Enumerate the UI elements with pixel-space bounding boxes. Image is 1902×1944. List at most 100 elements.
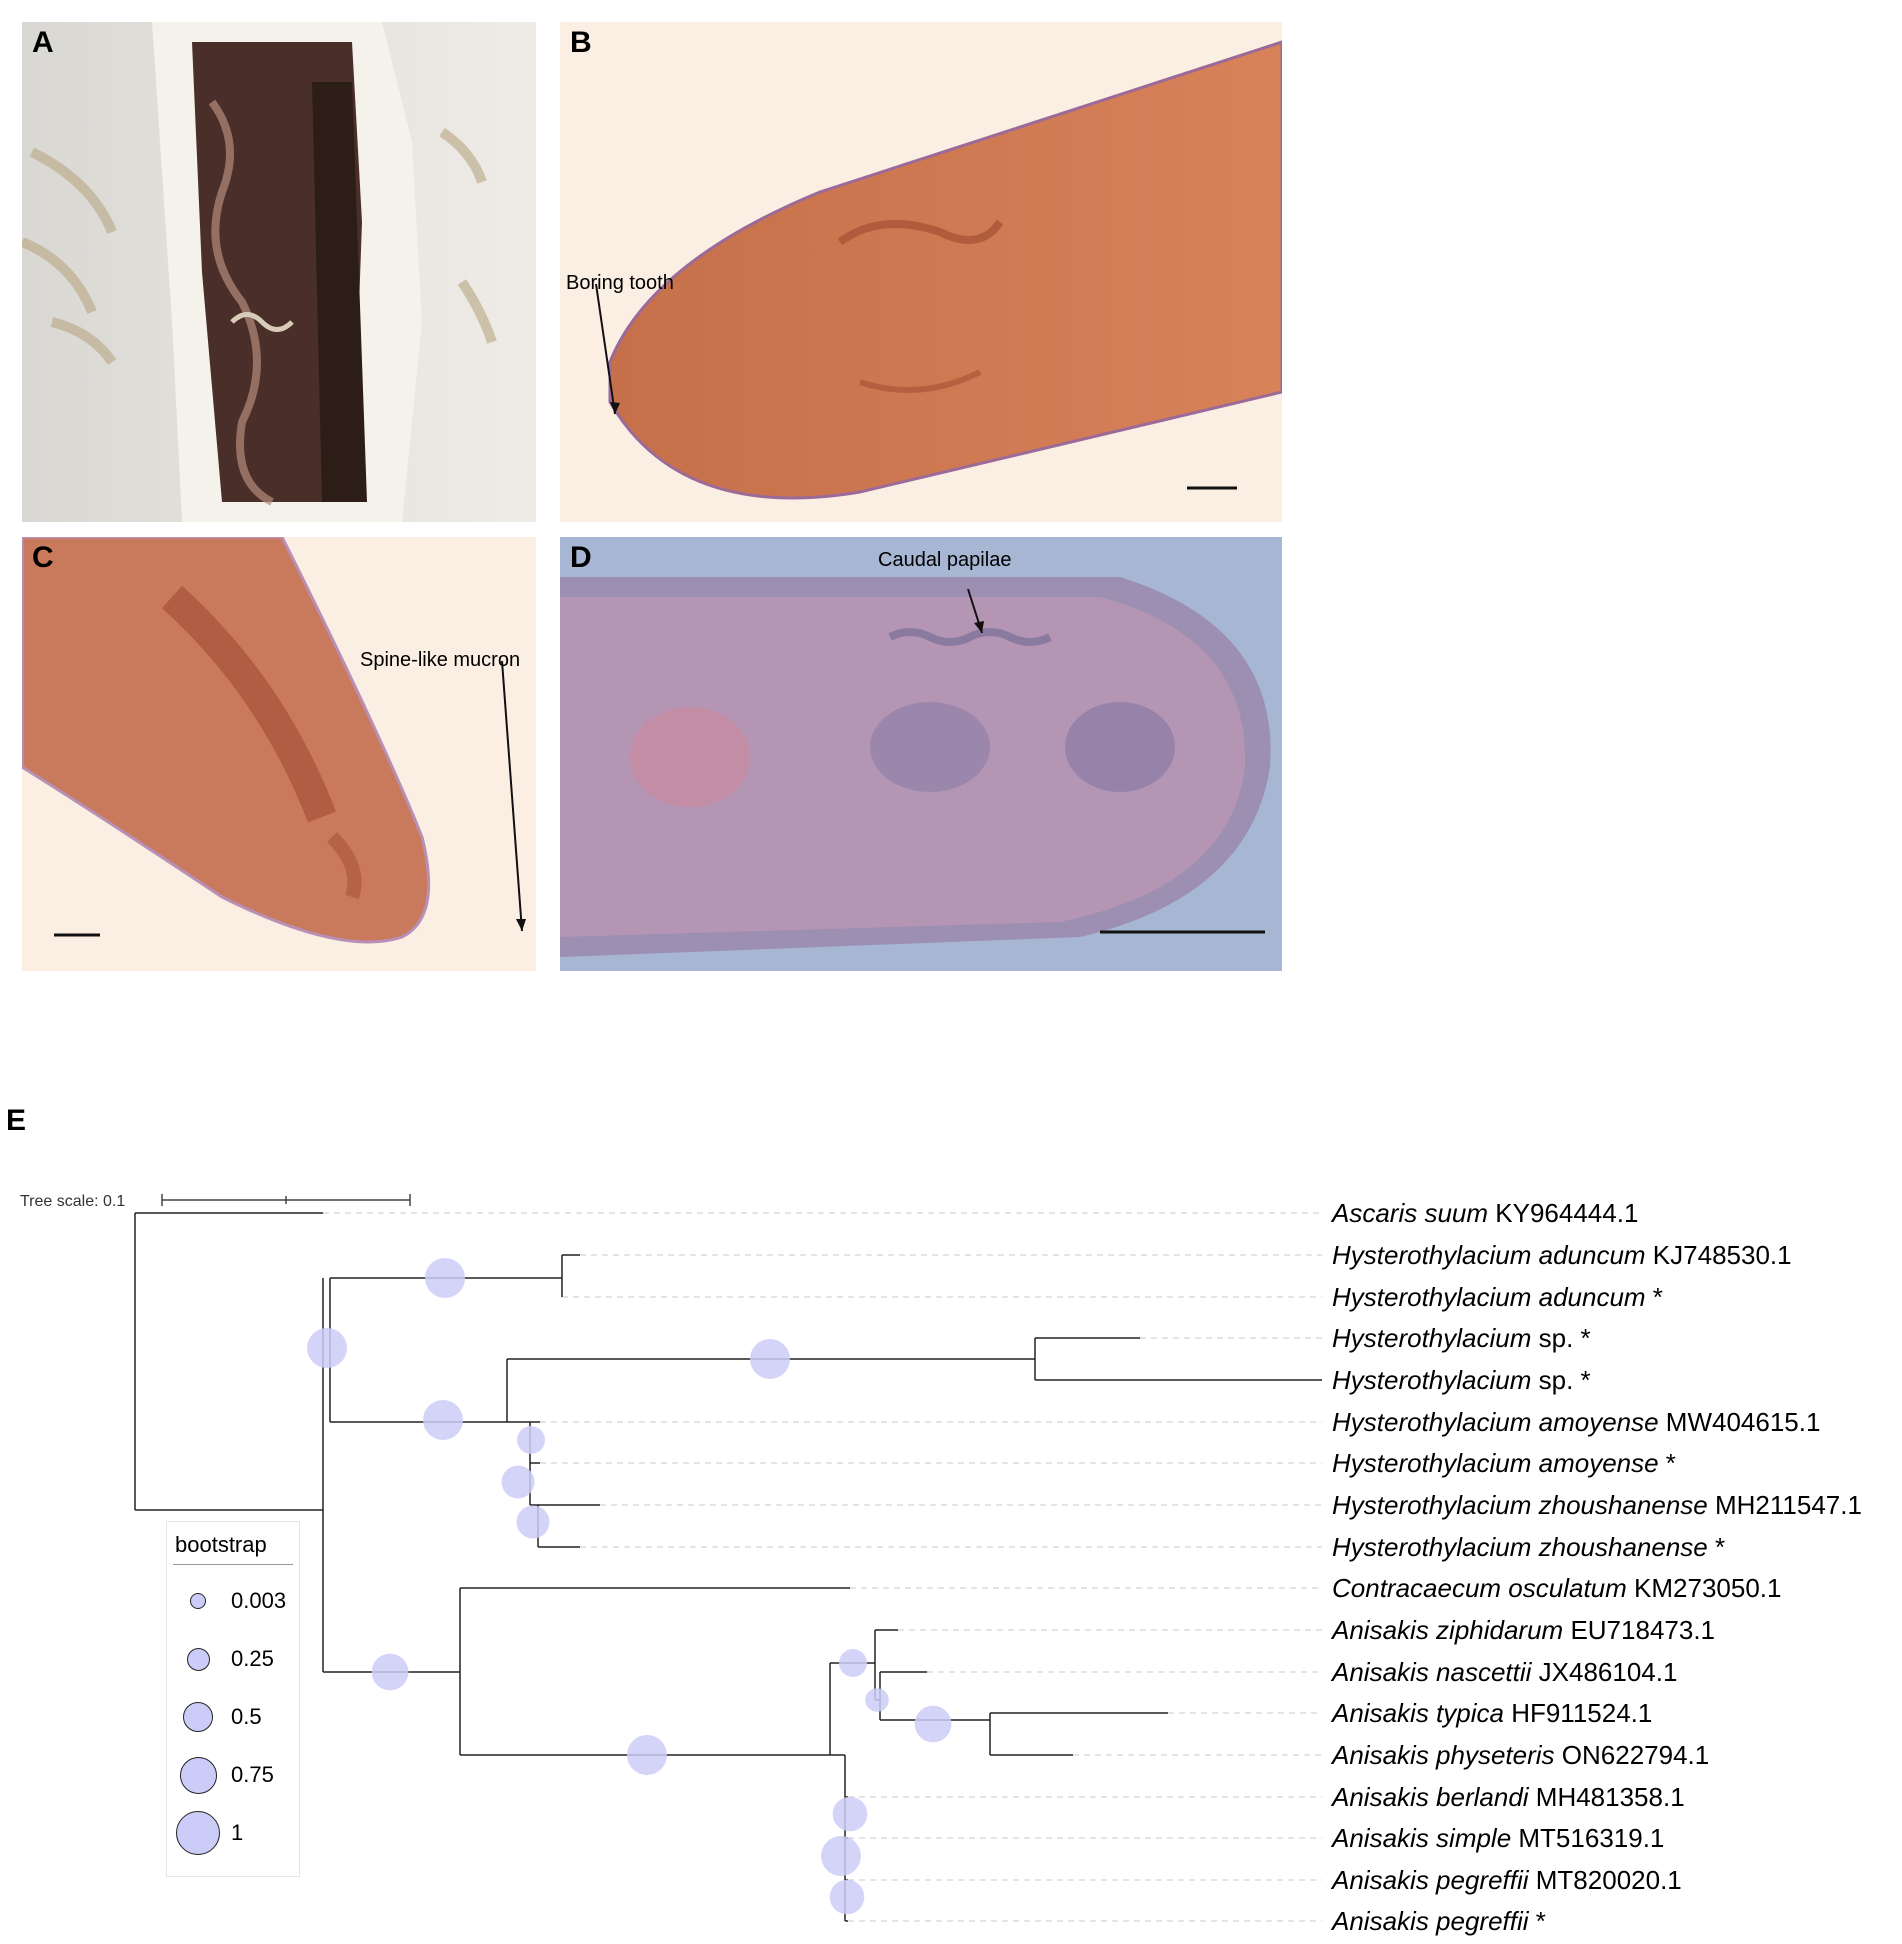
bootstrap-circle xyxy=(839,1649,867,1677)
legend-circle xyxy=(186,1647,210,1671)
legend-title: bootstrap xyxy=(175,1532,267,1557)
bootstrap-circle xyxy=(423,1400,463,1440)
tip-taxon: Hysterothylacium xyxy=(1332,1365,1532,1395)
tip-accession: MT516319.1 xyxy=(1511,1823,1665,1853)
tree-scale-label: Tree scale: 0.1 xyxy=(20,1193,125,1210)
tree-scale-bar xyxy=(161,1194,411,1206)
tip-taxon: Ascaris suum xyxy=(1332,1198,1489,1228)
legend-label: 0.003 xyxy=(231,1588,287,1613)
tip-label: Anisakis simple MT516319.1 xyxy=(1332,1823,1664,1853)
legend-circle xyxy=(189,1592,207,1610)
bootstrap-circle xyxy=(750,1339,790,1379)
bootstrap-circle xyxy=(425,1258,465,1298)
tip-label: Contracaecum osculatum KM273050.1 xyxy=(1332,1573,1781,1603)
panel-d-micrograph: D Caudal papilae xyxy=(560,537,1282,971)
tip-accession: MH211547.1 xyxy=(1707,1490,1862,1520)
tip-label: Hysterothylacium aduncum KJ748530.1 xyxy=(1332,1240,1792,1270)
boring-tooth-label: Boring tooth xyxy=(566,272,674,294)
bootstrap-circle xyxy=(829,1879,865,1915)
tip-label: Hysterothylacium amoyense * xyxy=(1332,1448,1676,1478)
tip-taxon: Hysterothylacium xyxy=(1332,1323,1532,1353)
bootstrap-circle xyxy=(517,1426,545,1454)
tip-label: Anisakis physeteris ON622794.1 xyxy=(1332,1740,1709,1770)
tip-accession: sp. * xyxy=(1531,1323,1591,1353)
tip-label: Anisakis pegreffii MT820020.1 xyxy=(1332,1865,1682,1895)
bootstrap-circle xyxy=(371,1653,409,1691)
tip-accession: * xyxy=(1645,1282,1663,1312)
panel-a-photo: A xyxy=(22,22,536,522)
tip-taxon: Anisakis simple xyxy=(1332,1823,1512,1853)
tip-accession: KY964444.1 xyxy=(1488,1198,1639,1228)
tip-taxon: Anisakis physeteris xyxy=(1332,1740,1555,1770)
panel-a-letter: A xyxy=(32,26,54,59)
tip-taxon: Anisakis typica xyxy=(1332,1698,1504,1728)
tip-taxon: Anisakis pegreffii xyxy=(1332,1865,1529,1895)
tip-label: Anisakis ziphidarum EU718473.1 xyxy=(1332,1615,1715,1645)
tip-accession: KJ748530.1 xyxy=(1645,1240,1792,1270)
tip-taxon: Anisakis nascettii xyxy=(1332,1657,1532,1687)
tip-taxon: Contracaecum osculatum xyxy=(1332,1573,1627,1603)
bootstrap-circle xyxy=(501,1465,535,1499)
legend-label: 0.5 xyxy=(231,1704,262,1729)
bootstrap-circle xyxy=(914,1705,952,1743)
tree-branches xyxy=(134,1212,1322,1922)
tip-accession: * xyxy=(1528,1906,1546,1936)
panel-b-image xyxy=(595,40,1282,500)
tip-label: Anisakis typica HF911524.1 xyxy=(1332,1698,1652,1728)
legend-item: 0.75 xyxy=(167,1754,299,1794)
tip-accession: MW404615.1 xyxy=(1658,1407,1821,1437)
tip-taxon: Hysterothylacium amoyense xyxy=(1332,1448,1659,1478)
bootstrap-circles xyxy=(307,1258,952,1915)
legend-item: 1 xyxy=(167,1811,299,1855)
boring-tooth-arrow xyxy=(595,283,616,415)
panel-e-letter: E xyxy=(6,1104,27,1137)
legend-item: 0.003 xyxy=(167,1580,299,1620)
legend-divider xyxy=(173,1564,293,1565)
bootstrap-circle xyxy=(307,1328,347,1368)
tip-taxon: Anisakis berlandi xyxy=(1332,1782,1529,1812)
bootstrap-circle xyxy=(516,1505,550,1539)
tip-label: Anisakis nascettii JX486104.1 xyxy=(1332,1657,1677,1687)
tip-taxon: Hysterothylacium zhoushanense xyxy=(1332,1532,1708,1562)
tip-label: Hysterothylacium sp. * xyxy=(1332,1323,1591,1353)
bootstrap-circle xyxy=(821,1836,861,1876)
tip-label: Ascaris suum KY964444.1 xyxy=(1332,1198,1638,1228)
tip-label: Anisakis pegreffii * xyxy=(1332,1906,1546,1936)
tip-taxon: Hysterothylacium amoyense xyxy=(1332,1407,1659,1437)
tip-label: Hysterothylacium sp. * xyxy=(1332,1365,1591,1395)
bootstrap-circle xyxy=(865,1688,889,1712)
tip-label: Hysterothylacium zhoushanense * xyxy=(1332,1532,1725,1562)
tip-accession: MH481358.1 xyxy=(1528,1782,1685,1812)
tip-accession: MT820020.1 xyxy=(1528,1865,1682,1895)
panel-c-image xyxy=(22,537,526,944)
papilae-label: Caudal papilae xyxy=(878,549,1012,571)
tip-taxon: Anisakis ziphidarum xyxy=(1332,1615,1564,1645)
tip-accession: ON622794.1 xyxy=(1554,1740,1710,1770)
legend-circle xyxy=(179,1756,217,1794)
legend-label: 0.75 xyxy=(231,1762,274,1787)
tip-accession: HF911524.1 xyxy=(1503,1698,1653,1728)
bootstrap-legend: bootstrap 0.003 0.25 0.5 0.75 1 xyxy=(166,1521,300,1877)
panel-d-image xyxy=(560,537,1282,971)
tip-label: Hysterothylacium aduncum * xyxy=(1332,1282,1663,1312)
legend-label: 1 xyxy=(231,1820,244,1845)
mucron-arrow xyxy=(501,660,523,932)
tip-taxon: Hysterothylacium aduncum xyxy=(1332,1240,1646,1270)
panel-a-image xyxy=(22,22,536,522)
phylogenetic-tree: Tree scale: 0.1 xyxy=(20,1193,1322,1922)
panel-b-micrograph: B Boring tooth xyxy=(560,22,1282,522)
tip-label: Anisakis berlandi MH481358.1 xyxy=(1332,1782,1685,1812)
tip-label: Hysterothylacium amoyense MW404615.1 xyxy=(1332,1407,1820,1437)
tip-taxon: Hysterothylacium zhoushanense xyxy=(1332,1490,1708,1520)
legend-item: 0.5 xyxy=(167,1696,299,1736)
legend-circle xyxy=(183,1702,213,1732)
panel-b-letter: B xyxy=(570,26,592,59)
legend-label: 0.25 xyxy=(231,1646,274,1671)
bootstrap-circle xyxy=(627,1735,667,1775)
tip-accession: KM273050.1 xyxy=(1626,1573,1782,1603)
tip-accession: sp. * xyxy=(1531,1365,1591,1395)
panel-c-micrograph: C Spine-like mucron xyxy=(22,537,536,971)
tip-taxon: Hysterothylacium aduncum xyxy=(1332,1282,1646,1312)
legend-circle xyxy=(176,1811,220,1855)
tip-taxon: Anisakis pegreffii xyxy=(1332,1906,1529,1936)
